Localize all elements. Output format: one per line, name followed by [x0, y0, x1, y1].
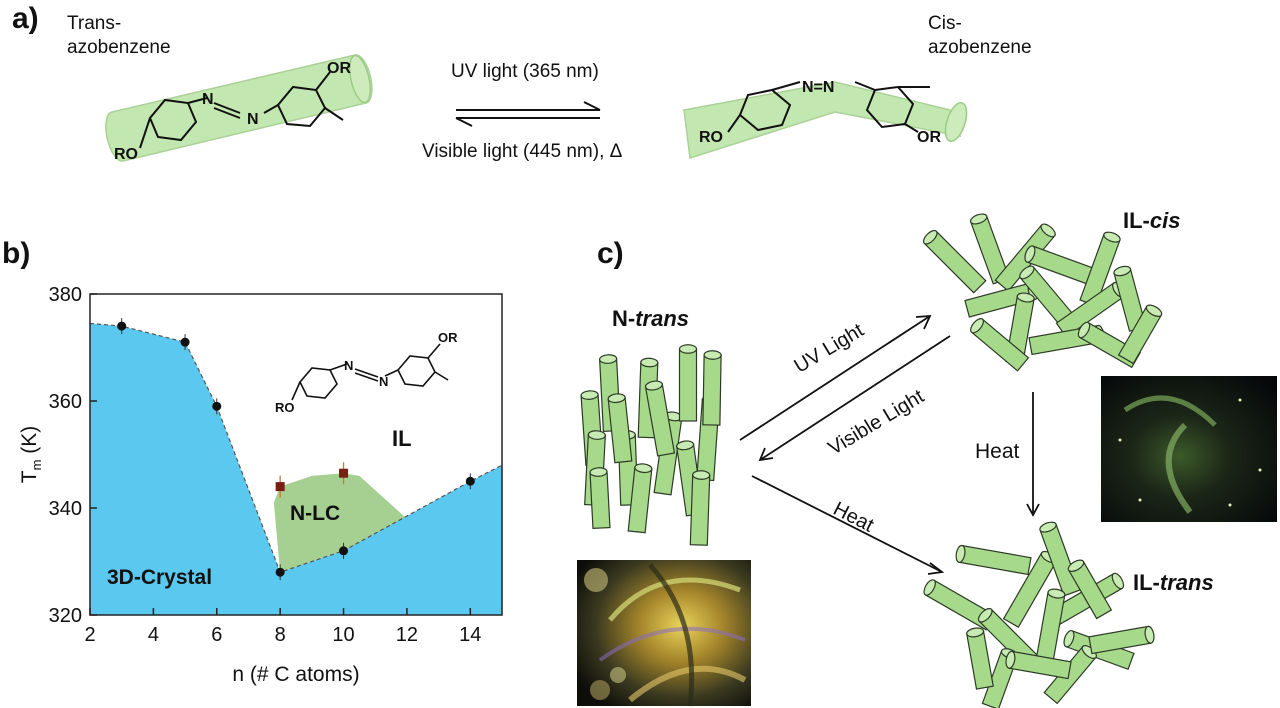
il-trans-rods: [923, 521, 1155, 708]
inset-or: OR: [438, 330, 458, 345]
n-trans-rods: [580, 344, 722, 546]
trans-n2: N: [247, 111, 259, 128]
rod: [589, 467, 611, 530]
inset-n1: N: [344, 358, 353, 373]
rod: [1067, 559, 1113, 620]
heat-diagonal-arrow: [751, 475, 945, 575]
rod: [607, 393, 633, 464]
inset-ro: RO: [275, 400, 295, 415]
x-axis-label: n (# C atoms): [232, 663, 359, 686]
crystal-data-point: [180, 337, 190, 347]
inset-molecule-bond: [299, 367, 338, 399]
panel-a-graphics: N N RO OR N=N RO OR: [105, 54, 968, 163]
rod: [1034, 588, 1066, 669]
panel-c-graphics: [577, 213, 1277, 708]
y-tick-label: 380: [49, 284, 82, 306]
trans-n1: N: [202, 91, 214, 108]
heat-vertical-label: Heat: [975, 440, 1020, 463]
uv-arrow: [739, 314, 932, 441]
panel-c-label: c): [597, 237, 624, 270]
rod: [969, 213, 1011, 285]
rod: [702, 350, 722, 426]
cis-azobenzene-label: Cis- azobenzene: [928, 13, 1032, 58]
heat-vertical-arrow: [1026, 392, 1040, 517]
trans-or: OR: [327, 60, 351, 77]
nlc-region: [273, 473, 407, 573]
isotropic-micrograph: [1101, 376, 1277, 522]
inset-molecule-bond: [384, 369, 399, 377]
crystal-region: [90, 323, 502, 615]
visible-arrow: [758, 335, 951, 462]
x-tick-label: 14: [459, 624, 481, 646]
rod: [970, 318, 1030, 372]
crystal-boundary-line: [89, 322, 503, 573]
il-cis-label: IL-cis: [1123, 208, 1181, 233]
rod: [1005, 650, 1072, 680]
rod: [966, 627, 994, 690]
il-trans-label: IL-trans: [1133, 570, 1214, 595]
rod: [922, 229, 987, 294]
inset-molecule-bond: [291, 381, 301, 401]
x-tick-label: 12: [396, 624, 418, 646]
phase-diagram-chart: 2 4 6 8 10 12 14 320 340 360 380 n (# C atoms) Tm (K…: [18, 284, 503, 686]
crystal-data-point: [465, 476, 475, 486]
crystal-data-point: [275, 567, 285, 577]
nematic-micrograph: [577, 560, 751, 707]
rod: [627, 463, 653, 534]
y-axis-label: Tm (K): [18, 426, 44, 484]
rod: [678, 344, 698, 422]
rod: [1039, 521, 1081, 597]
crystal-region-label: 3D-Crystal: [107, 566, 212, 589]
cis-or: OR: [917, 129, 941, 146]
rod: [1002, 550, 1058, 628]
il-cis-rods: [922, 213, 1163, 372]
x-tick-label: 6: [211, 624, 222, 646]
trans-molecule: [139, 71, 344, 149]
x-tick-label: 10: [332, 624, 354, 646]
rod: [689, 470, 711, 546]
inset-molecule-bond: [354, 368, 379, 378]
x-tick-label: 4: [148, 624, 159, 646]
crystal-data-point: [339, 546, 349, 556]
inset-n2: N: [379, 374, 388, 389]
trans-azobenzene-label: Trans- azobenzene: [67, 13, 171, 58]
panel-b-label: b): [2, 237, 31, 270]
cis-cylinder: [683, 81, 968, 159]
crystal-data-point: [212, 401, 222, 411]
inset-molecule-bond: [434, 371, 449, 381]
trans-cylinder: [105, 54, 373, 162]
trans-ro: RO: [114, 146, 138, 163]
y-tick-label: 340: [49, 498, 82, 520]
x-tick-label: 8: [275, 624, 286, 646]
uv-light-label: UV light (365 nm): [451, 61, 599, 82]
equilibrium-arrows: [455, 101, 601, 127]
inset-molecule-bond: [427, 343, 441, 359]
rod: [644, 380, 676, 457]
plot-frame: [89, 293, 503, 616]
visible-light-label: Visible light (445 nm), Δ: [422, 141, 623, 162]
inset-molecule-bond: [329, 363, 348, 371]
y-tick-label: 320: [49, 605, 82, 627]
rod: [1117, 304, 1163, 365]
nlc-region-label: N-LC: [290, 502, 340, 525]
cis-molecule: [727, 81, 930, 133]
rod: [955, 544, 1032, 576]
inset-molecule-bond: [354, 372, 379, 382]
nlc-data-point: [275, 482, 285, 492]
nlc-data-point: [339, 468, 349, 478]
rod: [1088, 625, 1155, 655]
inset-molecule-bond: [397, 355, 436, 387]
panel-a-label: a): [12, 2, 39, 35]
cis-ro: RO: [699, 129, 723, 146]
crystal-data-point: [117, 321, 127, 331]
il-region-label: IL: [392, 426, 412, 451]
y-tick-label: 360: [49, 391, 82, 413]
x-tick-label: 2: [84, 624, 95, 646]
n-trans-label: N-trans: [612, 306, 690, 331]
cis-azo: N=N: [802, 79, 834, 96]
